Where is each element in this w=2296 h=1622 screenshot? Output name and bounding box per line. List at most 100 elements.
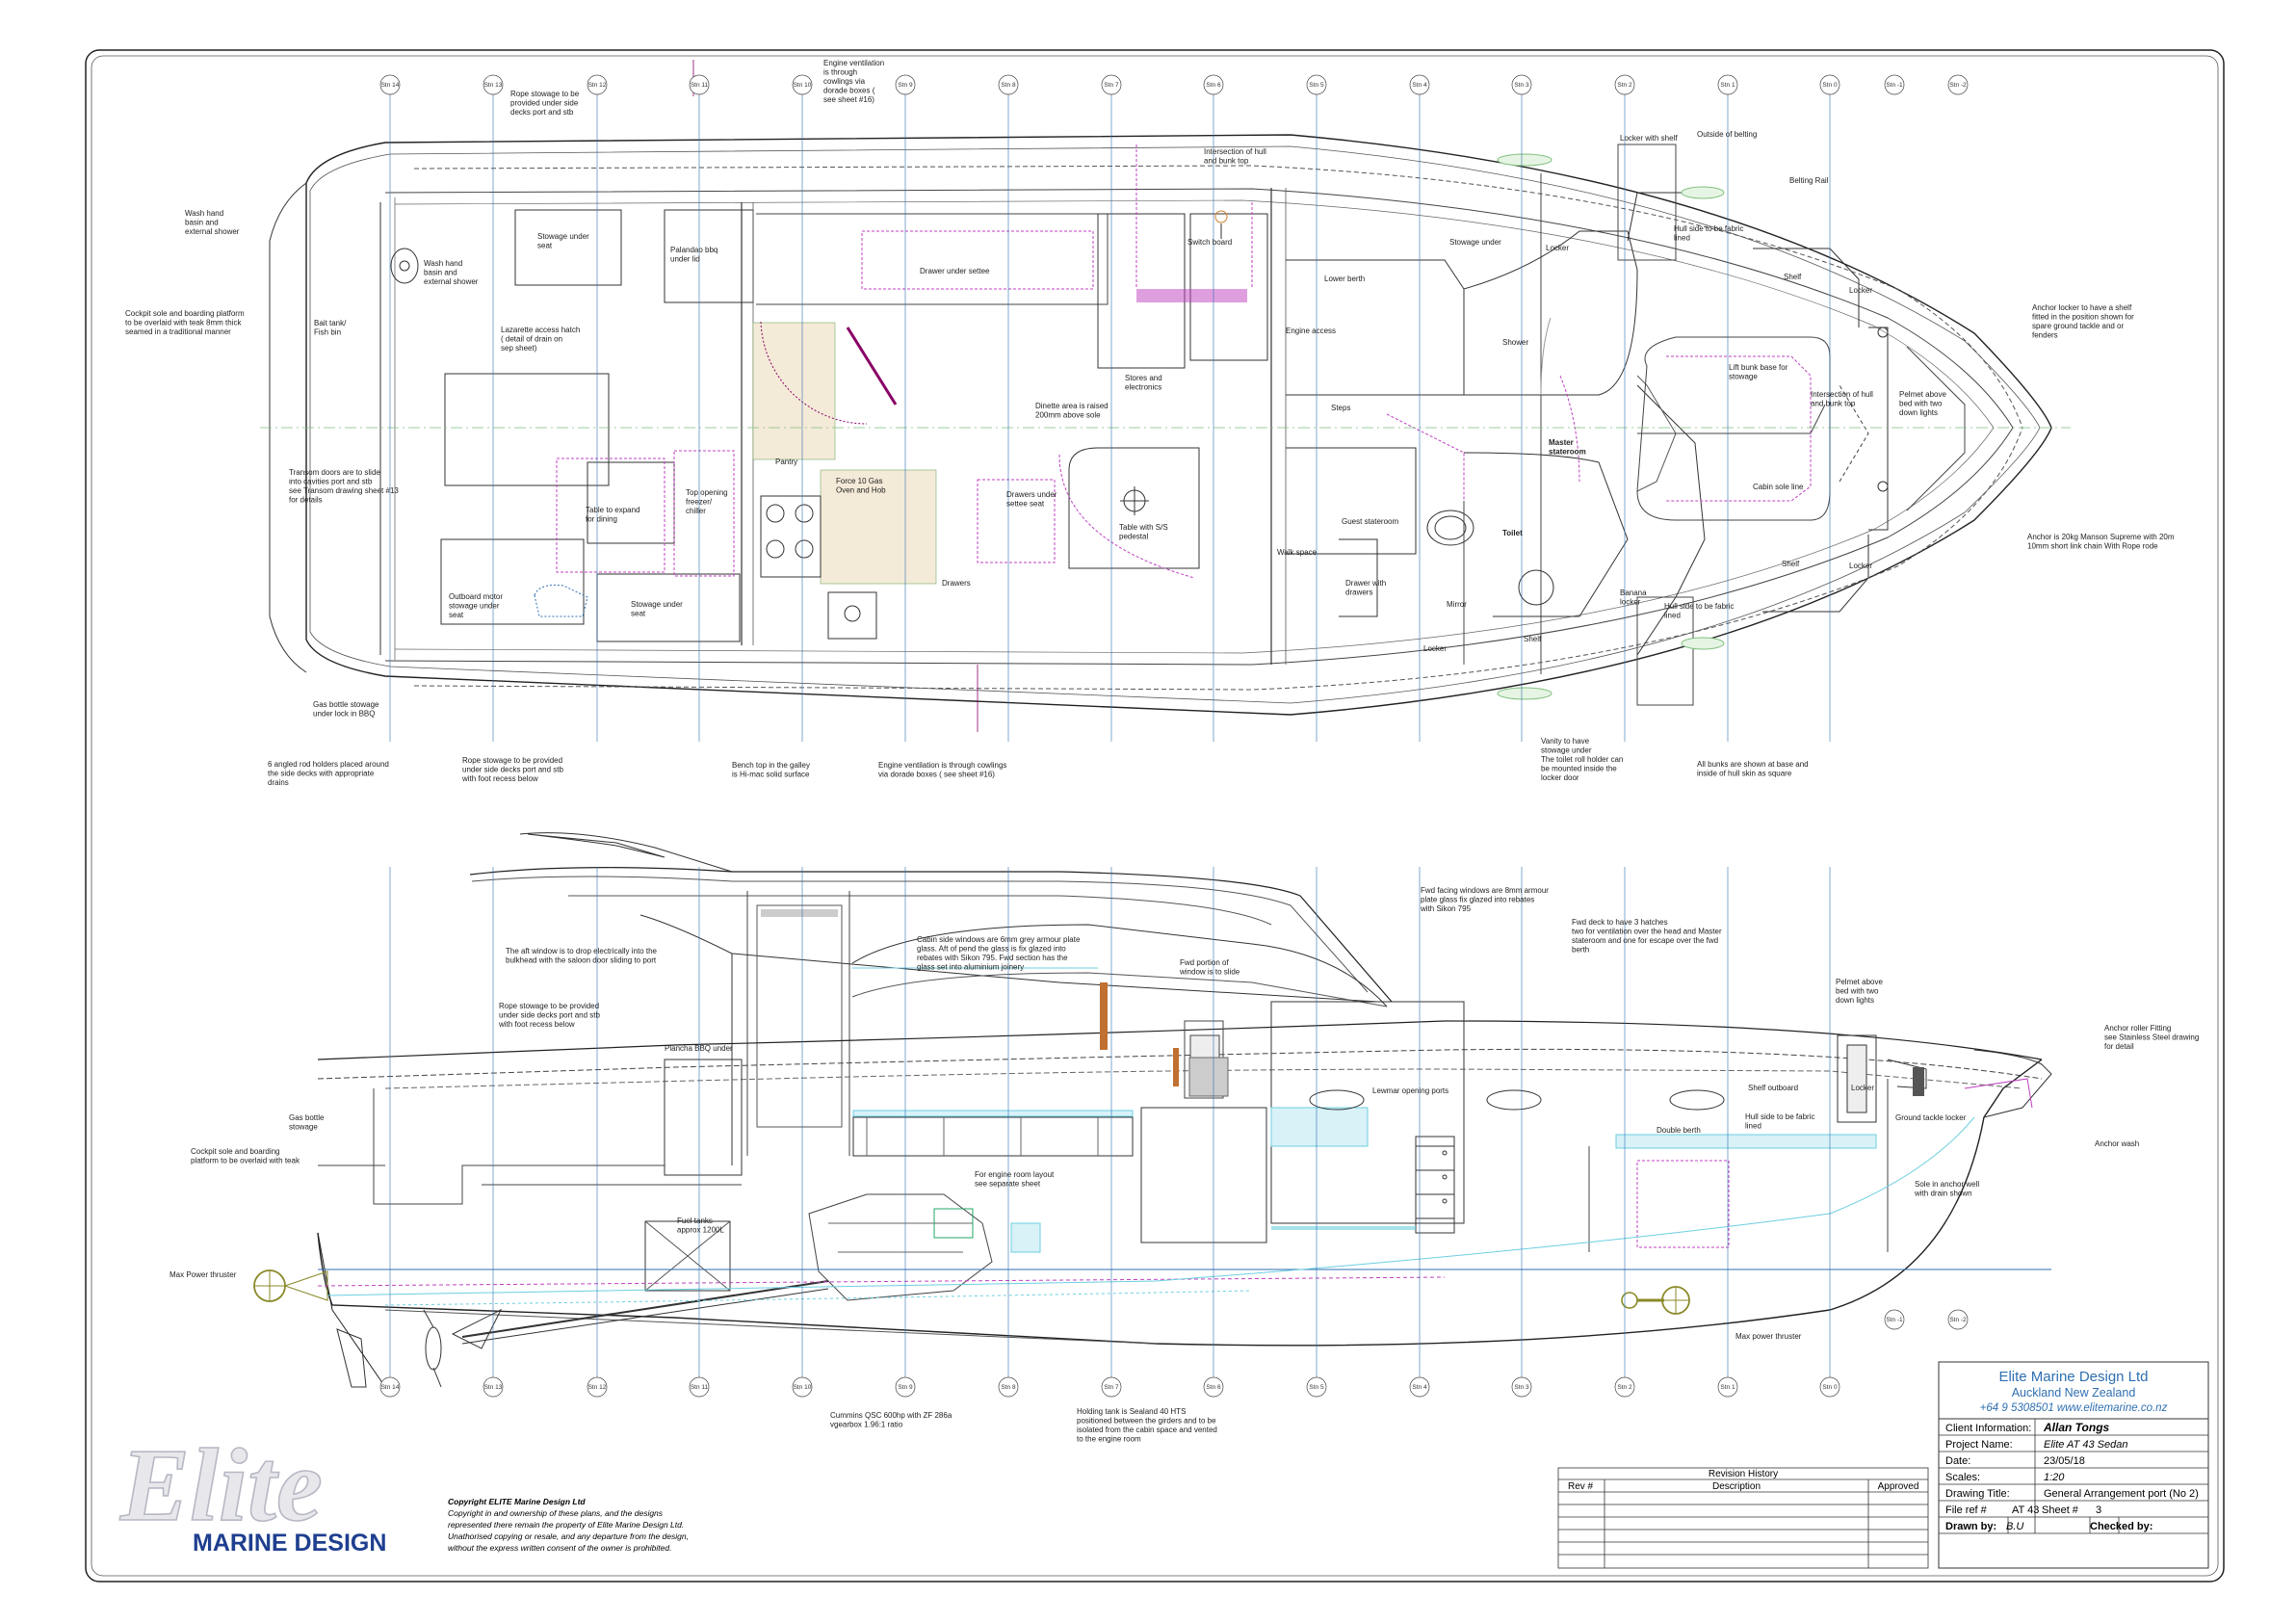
- checked-by-label: Checked by:: [2090, 1521, 2152, 1532]
- note-drawer-drawers: drawers: [1345, 589, 1372, 597]
- station-marker: [1614, 1376, 1635, 1398]
- station-label: Stn 2: [1617, 82, 1632, 89]
- note-stowage-under-seat-bot: Stowage under: [631, 600, 683, 609]
- station-label: Stn -2: [1949, 82, 1967, 89]
- note-intersection-top: and bunk top: [1204, 157, 1249, 166]
- station-marker: [792, 74, 813, 95]
- station-marker: [1717, 1376, 1738, 1398]
- note-rope-stowage-profile: under side decks port and stb: [499, 1011, 601, 1020]
- station-marker: [1819, 1376, 1840, 1398]
- note-lazarette: sep sheet): [501, 344, 537, 353]
- station-marker: [1101, 74, 1122, 95]
- note-bench-top: is Hi-mac solid surface: [732, 771, 810, 779]
- station-marker: [1884, 74, 1905, 95]
- note-wash-basin-inner: basin and: [424, 269, 457, 277]
- station-marker: [1884, 1309, 1905, 1330]
- note-lewmar-ports: Lewmar opening ports: [1372, 1086, 1448, 1095]
- note-table-expand: Table to expand: [586, 506, 640, 514]
- note-engine-vent-top: is through: [823, 68, 857, 77]
- station-label: Stn 4: [1412, 1384, 1427, 1391]
- note-rope-stowage-bot: Rope stowage to be provided: [462, 756, 562, 765]
- station-label: Stn 5: [1309, 82, 1324, 89]
- note-fwd-deck-hatches: two for ventilation over the head and Ma…: [1572, 928, 1722, 936]
- note-fuel-tanks: Fuel tanks: [677, 1216, 713, 1225]
- note-gas-bottle-top: Gas bottle stowage: [313, 700, 379, 709]
- note-banana-locker: locker: [1620, 598, 1641, 607]
- note-pelmet-top: bed with two: [1899, 400, 1943, 408]
- station-marker: [483, 1376, 504, 1398]
- station-label: Stn 6: [1206, 82, 1221, 89]
- station-label: Stn 11: [691, 1384, 709, 1391]
- revision-col-rev: Rev #: [1568, 1481, 1594, 1492]
- sheet-border: [85, 49, 2225, 1583]
- station-label: Stn 10: [794, 1384, 812, 1391]
- note-palandao: under lid: [670, 255, 700, 264]
- note-fuel-tanks: approx 1200L: [677, 1226, 724, 1235]
- station-marker: [1947, 1309, 1969, 1330]
- note-shelf-top: Shelf: [1784, 273, 1802, 281]
- note-locker-b: Locker: [1849, 286, 1872, 295]
- copyright-title: Copyright ELITE Marine Design Ltd: [448, 1497, 586, 1506]
- note-drawer-drawers: Drawer with: [1345, 579, 1386, 588]
- station-label: Stn 14: [381, 82, 400, 89]
- note-locker-d: Locker: [1423, 644, 1447, 653]
- note-bait-tank: Fish bin: [314, 328, 341, 337]
- note-toilet: Toilet: [1502, 529, 1523, 537]
- station-label: Stn 12: [588, 1384, 607, 1391]
- station-marker: [379, 74, 401, 95]
- note-stowage-under-seat-top: Stowage under: [537, 232, 589, 241]
- note-banana-locker: Banana: [1620, 589, 1647, 597]
- station-marker: [1203, 74, 1224, 95]
- note-force10: Force 10 Gas: [836, 477, 882, 485]
- note-rope-stowage-top: decks port and stb: [510, 108, 574, 117]
- station-marker: [1511, 1376, 1532, 1398]
- note-shelf-outboard: Shelf outboard: [1748, 1084, 1798, 1092]
- station-label: Stn 0: [1822, 82, 1838, 89]
- station-label: Stn 3: [1514, 82, 1529, 89]
- station-label: Stn 8: [1001, 1384, 1016, 1391]
- note-engine-vent-bot: Engine ventilation is through cowlings: [878, 761, 1006, 770]
- note-anchor-20kg: 10mm short link chain With Rope rode: [2027, 542, 2158, 551]
- note-switch-board: Switch board: [1187, 238, 1232, 247]
- station-marker: [1101, 1376, 1122, 1398]
- station-label: Stn 7: [1104, 1384, 1119, 1391]
- copyright-line: Copyright in and ownership of these plan…: [448, 1508, 664, 1518]
- company-name: Elite Marine Design Ltd: [1998, 1369, 2148, 1385]
- note-fwd-deck-hatches: stateroom and one for escape over the fw…: [1572, 936, 1718, 945]
- station-label: Stn 11: [691, 82, 709, 89]
- station-label: Stn 14: [381, 1384, 400, 1391]
- station-marker: [895, 74, 916, 95]
- note-bunks-shown: All bunks are shown at base and: [1697, 760, 1809, 769]
- note-double-berth: Double berth: [1657, 1126, 1701, 1135]
- note-outboard-motor: Outboard motor: [449, 592, 503, 601]
- note-dinette: Dinette area is raised: [1035, 402, 1109, 410]
- note-bunks-shown: inside of hull skin as square: [1697, 770, 1792, 778]
- note-gas-bottle-profile: Gas bottle: [289, 1113, 325, 1122]
- note-fwd-portion: Fwd portion of: [1180, 958, 1229, 967]
- note-cockpit-sole: Cockpit sole and boarding platform: [125, 309, 245, 318]
- note-rope-stowage-top: Rope stowage to be: [510, 90, 580, 98]
- note-cabin-side-windows: Cabin side windows are 6mm grey armour p…: [917, 935, 1081, 944]
- plan-view: [260, 60, 2071, 732]
- note-anchor-locker: Anchor locker to have a shelf: [2032, 303, 2132, 312]
- note-outboard-motor: seat: [449, 611, 464, 619]
- note-palandao: Palandao bbq: [670, 246, 718, 254]
- note-cabin-side-windows: glass set into aluminium joinery: [917, 963, 1024, 972]
- note-engine-vent-top: Engine ventilation: [823, 59, 884, 67]
- station-marker: [1947, 74, 1969, 95]
- note-holding-tank: to the engine room: [1077, 1435, 1141, 1444]
- note-cabin-side-windows: rebates with Sikon 795. Fwd section has …: [917, 954, 1068, 962]
- note-anchor-locker: spare ground tackle and or: [2032, 322, 2125, 330]
- note-force10: Oven and Hob: [836, 486, 886, 495]
- note-max-power-right: Max power thruster: [1735, 1332, 1802, 1341]
- note-gas-bottle-top: under lock in BBQ: [313, 710, 375, 719]
- station-label: Stn -1: [1886, 1317, 1903, 1323]
- note-pelmet-top: down lights: [1899, 408, 1938, 417]
- note-master-stateroom: Master: [1549, 438, 1574, 447]
- revision-col-approved: Approved: [1878, 1481, 1919, 1492]
- note-anchor-locker: fenders: [2032, 331, 2058, 340]
- note-locker-shelf: Locker with shelf: [1620, 134, 1678, 143]
- note-aft-window: bulkhead with the saloon door sliding to…: [506, 956, 657, 965]
